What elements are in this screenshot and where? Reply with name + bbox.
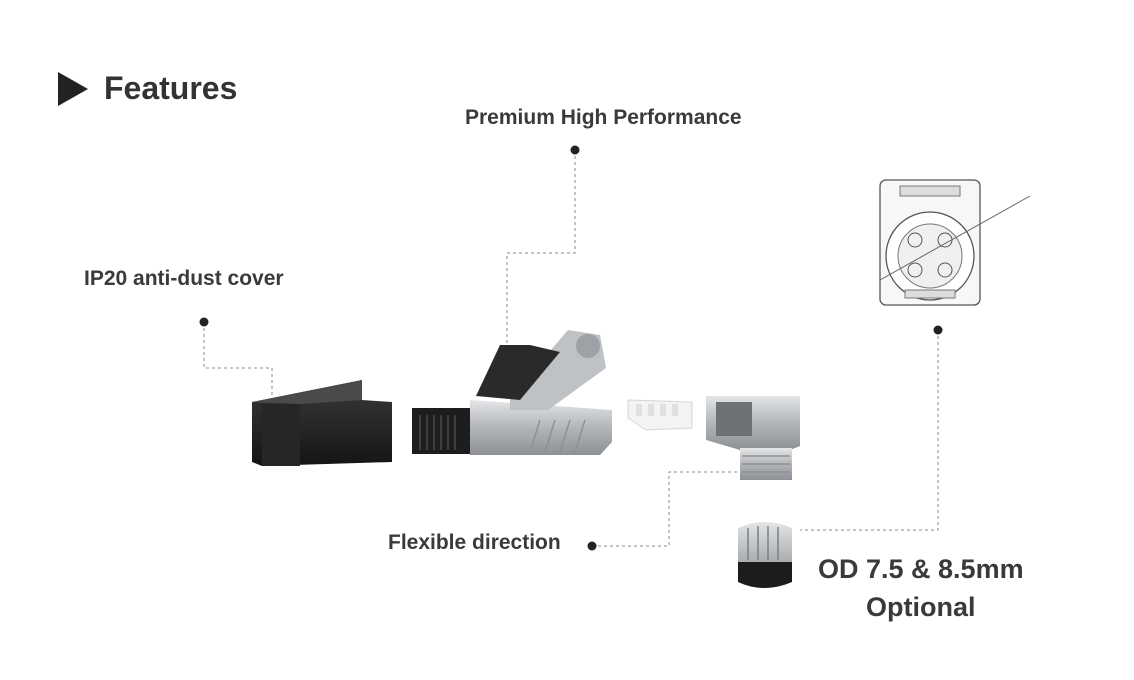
wire-manager-image [627, 399, 693, 431]
angled-boot-image [706, 396, 800, 480]
callout-flexible-direction: Flexible direction [388, 531, 561, 554]
leader-dot-od [933, 325, 943, 335]
dust-cover-image [252, 380, 392, 466]
leader-od [800, 330, 939, 531]
features-heading: Features [58, 70, 237, 107]
cable-nut-image [738, 522, 792, 588]
callout-cable-od-line2: Optional [866, 592, 976, 622]
leader-dot-premium [570, 145, 580, 155]
callout-premium-performance: Premium High Performance [465, 106, 742, 129]
callout-cable-od: OD 7.5 & 8.5mm Optional [818, 550, 1024, 626]
leader-dot-flexible [587, 541, 597, 551]
leader-flexible [592, 471, 740, 547]
leader-dot-dust [199, 317, 209, 327]
callout-cable-od-line1: OD 7.5 & 8.5mm [818, 554, 1024, 584]
leader-lines [203, 150, 939, 547]
features-title: Features [104, 70, 238, 106]
rj45-plug-image [412, 330, 612, 455]
front-view-image [879, 179, 1031, 306]
play-triangle-icon [58, 71, 88, 106]
leader-dust [203, 322, 273, 400]
callout-dust-cover: IP20 anti-dust cover [84, 267, 284, 290]
leader-premium [506, 150, 576, 345]
